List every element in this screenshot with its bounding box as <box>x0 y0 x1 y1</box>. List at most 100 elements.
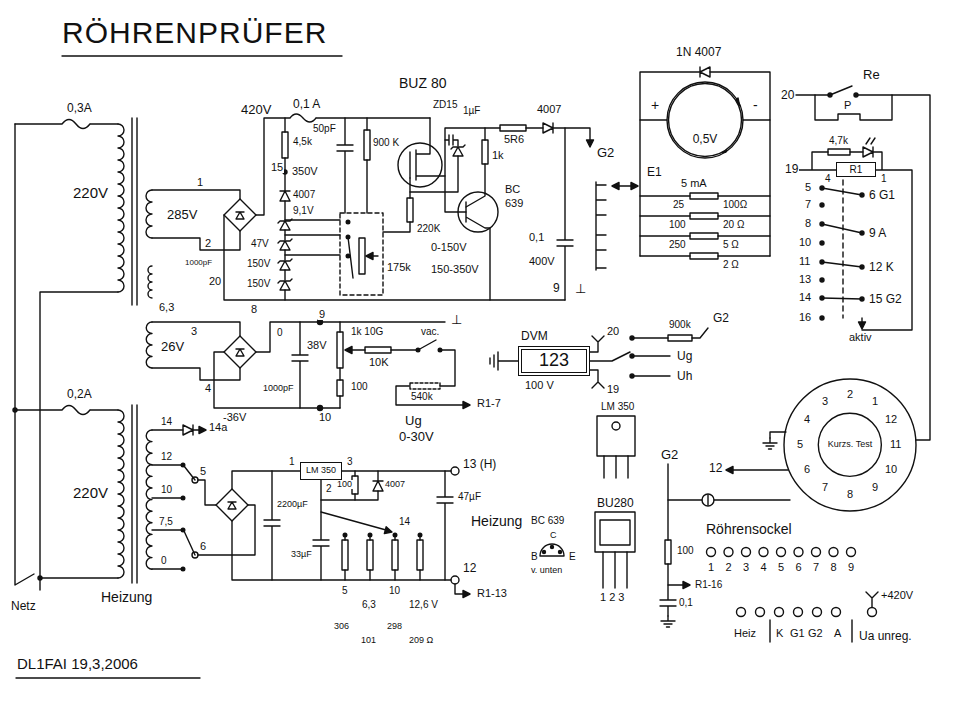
circuit-label: 14 <box>398 517 411 527</box>
schematic-stroke <box>278 279 292 290</box>
schematic-stroke <box>451 145 465 156</box>
schematic-stroke <box>216 489 248 521</box>
display-box: 123 <box>518 346 590 376</box>
circuit-label: 9 <box>871 482 879 493</box>
circuit-label: v. unten <box>530 566 563 575</box>
circuit-label: 12 <box>160 452 173 462</box>
circuit-label: 9 <box>318 309 326 320</box>
title-text: RÖHRENPRÜFER <box>62 18 327 48</box>
circuit-label: 306 <box>333 622 350 631</box>
circuit-label: vac. <box>420 327 440 337</box>
circuit-label: 5 <box>341 586 349 596</box>
circuit-label: Ug <box>676 350 693 362</box>
schematic-stroke <box>348 237 353 278</box>
schematic-stroke <box>152 322 240 380</box>
circuit-label: ZD15 <box>432 100 458 110</box>
schematic-stroke <box>445 128 500 212</box>
circuit-label: 100 <box>668 220 687 230</box>
schematic-stroke <box>337 118 353 213</box>
schematic-stroke <box>665 540 671 564</box>
circuit-label: 11 <box>889 439 902 450</box>
circuit-label: C <box>549 531 558 540</box>
circuit-label: Röhrensockel <box>705 522 793 536</box>
schematic-stroke <box>337 332 343 368</box>
circuit-label: 14 <box>798 292 812 303</box>
schematic-stroke <box>373 481 383 491</box>
circuit-label: BUZ 80 <box>398 76 447 90</box>
schematic-stroke <box>784 379 916 511</box>
circuit-label: 14a <box>208 422 228 433</box>
schematic-stroke <box>466 202 490 300</box>
circuit-label: 220K <box>416 224 441 234</box>
schematic-stroke <box>224 215 565 300</box>
schematic-stroke <box>707 548 716 557</box>
circuit-label: 6,3 <box>361 600 377 610</box>
schematic-stroke <box>417 540 423 570</box>
schematic-stroke <box>820 316 824 320</box>
circuit-label: 19 <box>606 384 620 395</box>
circuit-label: 3 <box>821 396 829 407</box>
schematic-stroke <box>596 182 606 270</box>
circuit-label: Heizung <box>100 590 153 604</box>
schematic-stroke <box>775 608 784 617</box>
schematic-stroke <box>842 180 843 318</box>
circuit-label: 11 <box>798 256 811 267</box>
schematic-stroke <box>437 471 453 580</box>
schematic-stroke <box>559 551 562 554</box>
circuit-label: 1 <box>871 396 879 407</box>
circuit-label: 8 <box>846 489 854 500</box>
schematic-stroke <box>668 584 684 585</box>
circuit-label: 900k <box>668 320 692 330</box>
schematic-stroke <box>183 425 193 435</box>
circuit-label: 8 <box>830 562 838 573</box>
schematic-stroke <box>640 196 770 256</box>
schematic-stroke <box>742 548 751 557</box>
schematic-stroke <box>15 124 34 585</box>
schematic-stroke <box>256 114 430 215</box>
schematic-stroke <box>264 471 280 580</box>
regulator-box: LM 350 <box>300 462 342 480</box>
circuit-label: G2 <box>660 448 679 461</box>
schematic-stroke <box>396 386 464 405</box>
circuit-label: 1 2 3 <box>599 592 625 603</box>
circuit-label: 12,6 V <box>408 600 439 610</box>
resistor-box: R1 <box>836 162 876 177</box>
schematic-stroke <box>38 576 42 580</box>
circuit-label: ⊥ <box>574 282 587 295</box>
schematic-stroke <box>756 608 765 617</box>
schematic-stroke <box>365 347 391 353</box>
schematic-stroke <box>618 185 632 186</box>
schematic-stroke <box>863 147 873 157</box>
circuit-label: + <box>650 98 660 112</box>
schematic-stroke <box>146 322 152 368</box>
schematic-stroke <box>410 135 458 192</box>
node-text: 0,5V <box>693 133 718 146</box>
schematic-stroke <box>451 467 459 475</box>
circuit-label: 13 (H) <box>462 458 497 470</box>
schematic-stroke <box>410 118 445 180</box>
schematic-stroke <box>345 347 352 354</box>
schematic-stroke <box>829 548 838 557</box>
circuit-label: 4,5k <box>292 137 313 147</box>
circuit-label: 10 <box>160 485 173 495</box>
schematic-stroke <box>359 238 365 274</box>
circuit-label: 100Ω <box>722 200 748 210</box>
circuit-label: 47µF <box>457 492 482 502</box>
schematic-stroke <box>557 128 573 300</box>
schematic-stroke <box>438 348 442 352</box>
schematic-stroke <box>40 577 118 578</box>
circuit-label: BU280 <box>596 497 635 509</box>
schematic-stroke <box>732 469 788 470</box>
circuit-label: 1000pF <box>262 384 295 393</box>
schematic-stroke <box>597 416 635 456</box>
circuit-label: 3 <box>346 457 354 467</box>
schematic-stroke <box>600 520 630 545</box>
schematic-stroke <box>661 616 675 627</box>
schematic-stroke <box>866 592 878 607</box>
schematic-stroke <box>407 198 413 222</box>
circuit-label: Ug <box>404 414 423 427</box>
circuit-label: 5R6 <box>503 134 525 145</box>
circuit-label: 25 <box>672 200 685 210</box>
node-text: LM 350 <box>306 466 336 476</box>
schematic-stroke <box>798 152 912 330</box>
